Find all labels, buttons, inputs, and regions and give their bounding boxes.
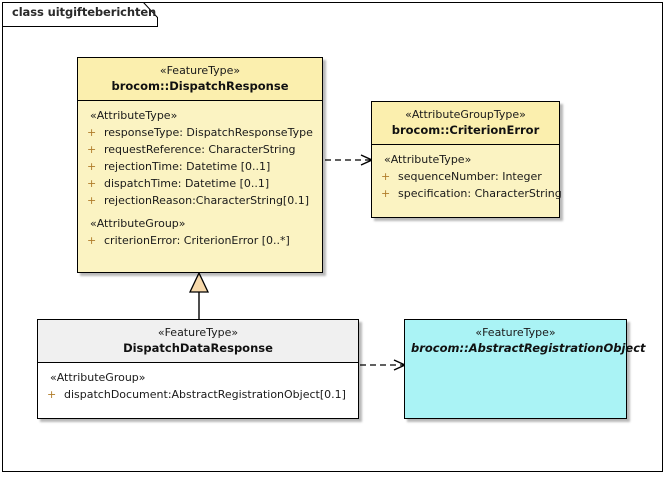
attribute-row: + rejectionReason:CharacterString[0.1] [82,192,318,209]
attribute-row: + specification: CharacterString [376,185,562,202]
class-header-dispatch-response: «FeatureType» brocom::DispatchResponse [78,58,322,101]
attribute-group-label: «AttributeGroup» [90,217,186,230]
class-box-abstract-registration-object[interactable]: «FeatureType» brocom::AbstractRegistrati… [404,319,646,419]
attribute-row: + rejectionTime: Datetime [0..1] [82,158,318,175]
class-box-dispatch-data-response[interactable]: «FeatureType» DispatchDataResponse «Attr… [37,319,359,419]
class-header-dispatch-data-response: «FeatureType» DispatchDataResponse [38,320,358,363]
visibility-marker: + [87,126,97,139]
diagram-title: class uitgifteberichten [12,5,157,19]
attribute-signature: rejectionReason:CharacterString[0.1] [104,194,309,207]
class-body-dispatch-response: «AttributeType» + responseType: Dispatch… [78,101,322,255]
class-name: brocom::AbstractRegistrationObject [411,341,646,355]
class-header-criterion-error: «AttributeGroupType» brocom::CriterionEr… [372,102,559,145]
class-stereotype: «FeatureType» [157,326,239,339]
attribute-group-label: «AttributeType» [90,109,178,122]
attribute-signature: criterionError: CriterionError [0..*] [104,234,290,247]
attribute-signature: sequenceNumber: Integer [398,170,542,183]
class-name: DispatchDataResponse [123,341,273,355]
diagram-frame [2,2,663,472]
visibility-marker: + [87,160,97,173]
class-body-criterion-error: «AttributeType» + sequenceNumber: Intege… [372,145,562,208]
frame-title-tab [2,2,158,27]
visibility-marker: + [87,177,97,190]
attribute-signature: dispatchDocument:AbstractRegistrationObj… [64,388,346,401]
visibility-marker: + [87,194,97,207]
class-stereotype: «FeatureType» [475,326,556,339]
attribute-row: + dispatchDocument:AbstractRegistrationO… [42,386,354,403]
visibility-marker: + [381,170,391,183]
class-box-criterion-error[interactable]: «AttributeGroupType» brocom::CriterionEr… [371,101,562,218]
class-box-dispatch-response[interactable]: «FeatureType» brocom::DispatchResponse «… [77,57,323,273]
class-body-abstract-registration-object [405,362,626,374]
attribute-row: + criterionError: CriterionError [0..*] [82,232,318,249]
class-name: brocom::DispatchResponse [111,79,289,93]
attribute-signature: dispatchTime: Datetime [0..1] [104,177,270,190]
visibility-marker: + [87,143,97,156]
attribute-signature: specification: CharacterString [398,187,562,200]
attribute-signature: requestReference: CharacterString [104,143,296,156]
class-stereotype: «FeatureType» [159,64,241,77]
attribute-signature: rejectionTime: Datetime [0..1] [104,160,271,173]
class-name: brocom::CriterionError [391,123,540,137]
attribute-row: + requestReference: CharacterString [82,141,318,158]
visibility-marker: + [87,234,97,247]
visibility-marker: + [47,388,57,401]
attribute-group-label: «AttributeType» [384,153,472,166]
class-stereotype: «AttributeGroupType» [405,108,526,121]
attribute-group-label: «AttributeGroup» [50,371,146,384]
class-header-abstract-registration-object: «FeatureType» brocom::AbstractRegistrati… [405,320,646,362]
attribute-signature: responseType: DispatchResponseType [104,126,313,139]
attribute-row: + sequenceNumber: Integer [376,168,555,185]
class-body-dispatch-data-response: «AttributeGroup» + dispatchDocument:Abst… [38,363,358,409]
attribute-row: + responseType: DispatchResponseType [82,124,318,141]
attribute-row: + dispatchTime: Datetime [0..1] [82,175,318,192]
visibility-marker: + [381,187,391,200]
